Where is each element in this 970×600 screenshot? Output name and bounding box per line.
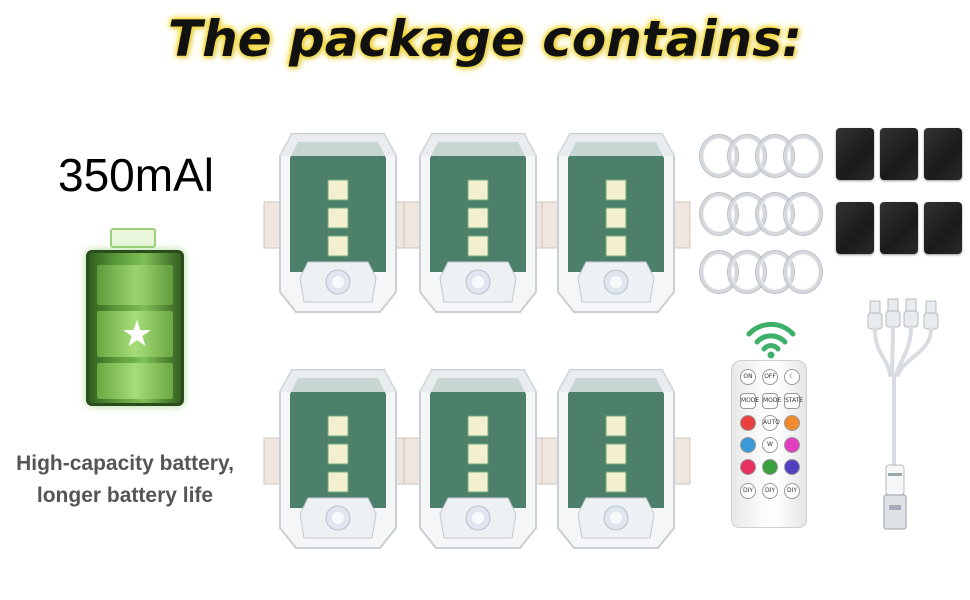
remote-button: MODE xyxy=(762,393,781,409)
remote-button xyxy=(740,437,756,453)
remote-button: DIY xyxy=(740,483,756,499)
battery-segment xyxy=(97,265,173,305)
battery-description: High-capacity battery, longer battery li… xyxy=(6,448,244,512)
strobe-light xyxy=(262,122,414,318)
strobe-light xyxy=(402,122,554,318)
usb-cable-icon xyxy=(867,298,939,530)
remote-button: DIY xyxy=(762,483,778,499)
remote-button xyxy=(740,459,756,475)
metal-rings-group xyxy=(700,135,830,305)
remote-button xyxy=(784,415,800,431)
strobe-light xyxy=(262,358,414,554)
wireless-signal-icon xyxy=(746,321,796,359)
strobe-light xyxy=(402,358,554,554)
remote-button: W xyxy=(762,437,778,453)
battery-segment xyxy=(97,311,173,357)
adhesive-pad xyxy=(924,202,962,254)
battery-capacity-label: 350mAl xyxy=(58,149,214,201)
metal-ring xyxy=(784,193,822,235)
remote-button: ON xyxy=(740,369,756,385)
remote-button: STATE xyxy=(784,393,803,409)
adhesive-pad xyxy=(880,202,918,254)
battery-description-line2: longer battery life xyxy=(36,484,214,507)
remote-button xyxy=(762,459,778,475)
remote-button: ☾ xyxy=(784,369,800,385)
star-icon: ★ xyxy=(120,314,154,355)
adhesive-pads-group xyxy=(836,128,964,258)
battery-terminal xyxy=(110,228,156,248)
battery-body: ★ xyxy=(86,250,184,406)
adhesive-pad xyxy=(924,128,962,180)
remote-button xyxy=(740,415,756,431)
battery-description-line1: High-capacity battery, xyxy=(16,452,234,475)
adhesive-pad xyxy=(836,128,874,180)
adhesive-pad xyxy=(836,202,874,254)
page-title: The package contains: xyxy=(167,10,802,68)
remote-button: AUTO xyxy=(762,415,780,431)
remote-button: OFF xyxy=(762,369,778,385)
remote-button xyxy=(784,437,800,453)
metal-ring xyxy=(784,251,822,293)
adhesive-pad xyxy=(880,128,918,180)
remote-button: MODE xyxy=(740,393,759,409)
remote-button xyxy=(784,459,800,475)
strobe-light xyxy=(540,122,692,318)
strobe-light xyxy=(540,358,692,554)
battery-segment xyxy=(97,363,173,399)
metal-ring xyxy=(784,135,822,177)
remote-button: DIY xyxy=(784,483,800,499)
